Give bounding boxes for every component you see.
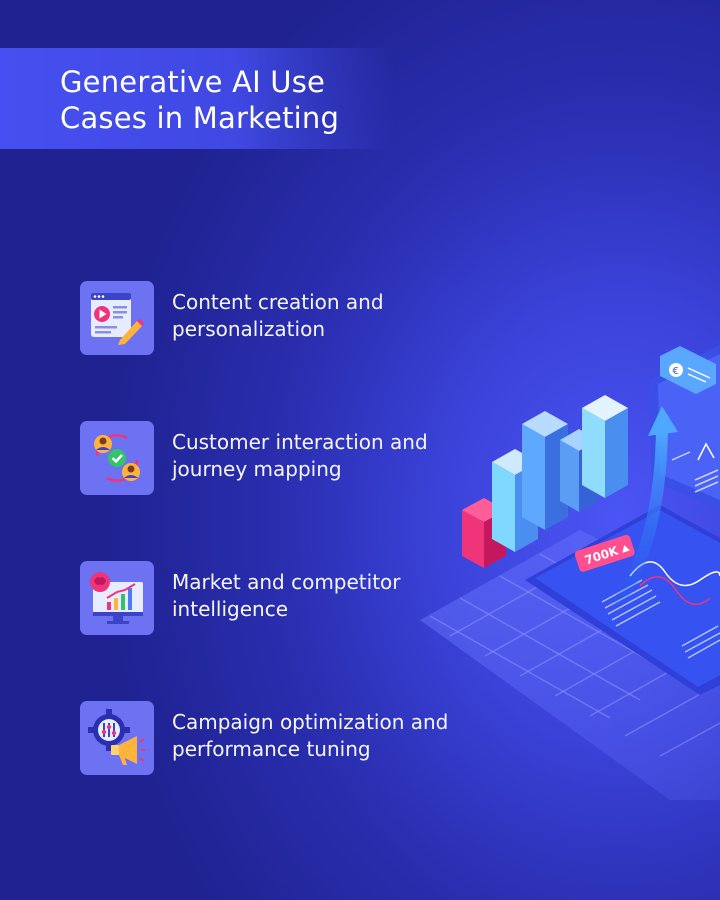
content-creation-icon — [80, 281, 154, 355]
bar-4 — [582, 395, 628, 498]
title-band — [0, 48, 395, 149]
euro-symbol: € — [673, 366, 679, 377]
list-item-market-intelligence: Market and competitor intelligence — [80, 561, 450, 635]
customer-journey-icon — [80, 421, 154, 495]
item-label: Customer interaction and journey mapping — [172, 430, 428, 481]
list-item-campaign-optimization: Campaign optimization and performance tu… — [80, 701, 450, 775]
monitor-panel: € — [650, 345, 720, 510]
growth-arrow — [614, 406, 678, 606]
page-title: Generative AI Use Cases in Marketing — [60, 65, 340, 135]
bar-2 — [522, 411, 568, 530]
list-item-content-creation: Content creation and personalization — [80, 281, 450, 355]
analytics-illustration: € 700K — [420, 345, 720, 800]
campaign-optimization-icon — [80, 701, 154, 775]
list-item-customer-journey: Customer interaction and journey mapping — [80, 421, 450, 495]
item-label: Content creation and personalization — [172, 290, 384, 341]
item-label: Campaign optimization and performance tu… — [172, 710, 449, 761]
item-label: Market and competitor intelligence — [172, 570, 401, 621]
euro-card: € — [660, 346, 716, 394]
market-intelligence-icon — [80, 561, 154, 635]
